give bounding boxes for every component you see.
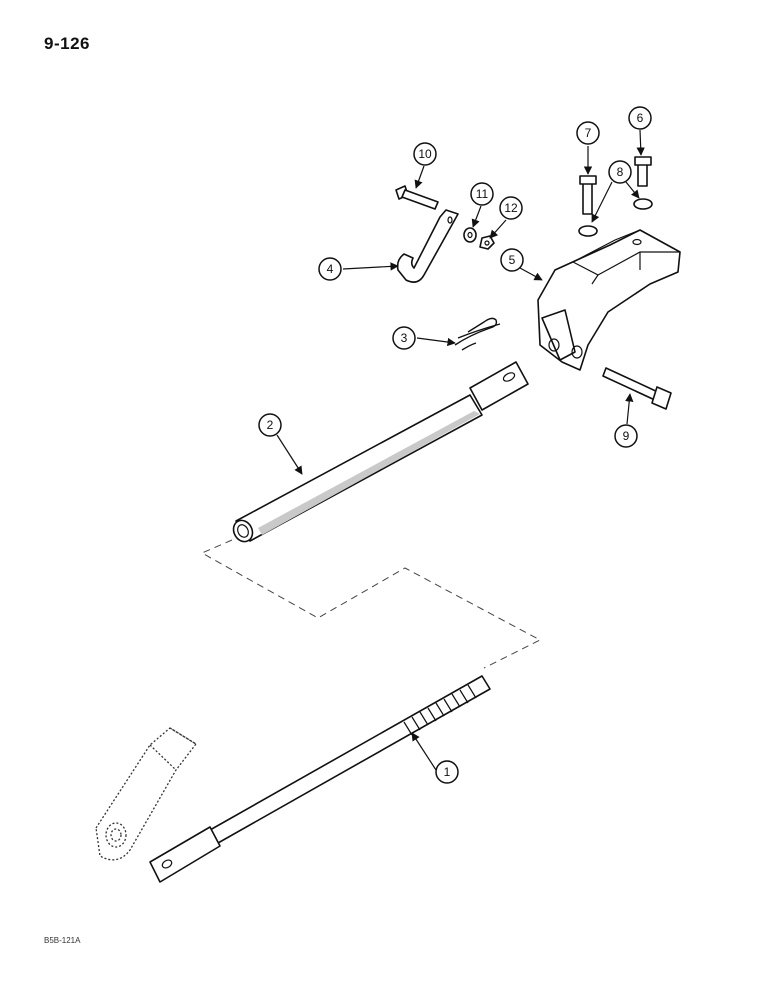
callout-label-11: 11 [476,187,489,201]
clevis-phantom [95,727,197,861]
callout-12: 12 [499,196,523,220]
callout-9: 9 [614,424,638,448]
bolt-part-7 [579,175,597,215]
drawing-reference: B5B-121A [44,936,81,945]
tube-rod-part [232,361,529,543]
callout-label-10: 10 [418,147,432,161]
callout-label-4: 4 [327,262,334,276]
callout-label-6: 6 [637,111,644,125]
callout-label-12: 12 [504,201,518,215]
bolt-part-9 [602,367,672,410]
callout-label-9: 9 [623,429,630,443]
bolt-part-10 [395,185,439,210]
callout-10: 10 [413,142,437,166]
callout-5: 5 [500,248,524,272]
leader-lines [276,129,645,771]
clip-part [454,317,501,351]
callout-3: 3 [392,326,416,350]
threaded-rod-part [149,675,491,883]
dashed-alignment-lines [200,539,542,669]
hook-part [396,209,459,283]
callout-label-3: 3 [401,331,408,345]
callout-1: 1 [435,760,459,784]
callout-4: 4 [318,257,342,281]
bolt-part-6 [634,156,652,187]
callout-2: 2 [258,413,282,437]
callout-label-2: 2 [267,418,274,432]
bracket-part [537,229,681,371]
washer-part-11 [463,227,477,243]
callout-8: 8 [608,160,632,184]
callout-label-8: 8 [617,165,624,179]
callout-label-1: 1 [444,765,451,779]
callout-label-5: 5 [509,253,516,267]
callout-11: 11 [470,182,494,206]
nut-part-12 [479,235,495,250]
page-number: 9-126 [44,34,90,53]
callout-6: 6 [628,106,652,130]
callout-label-7: 7 [585,126,592,140]
washer-part-8 [578,198,653,237]
callout-7: 7 [576,121,600,145]
